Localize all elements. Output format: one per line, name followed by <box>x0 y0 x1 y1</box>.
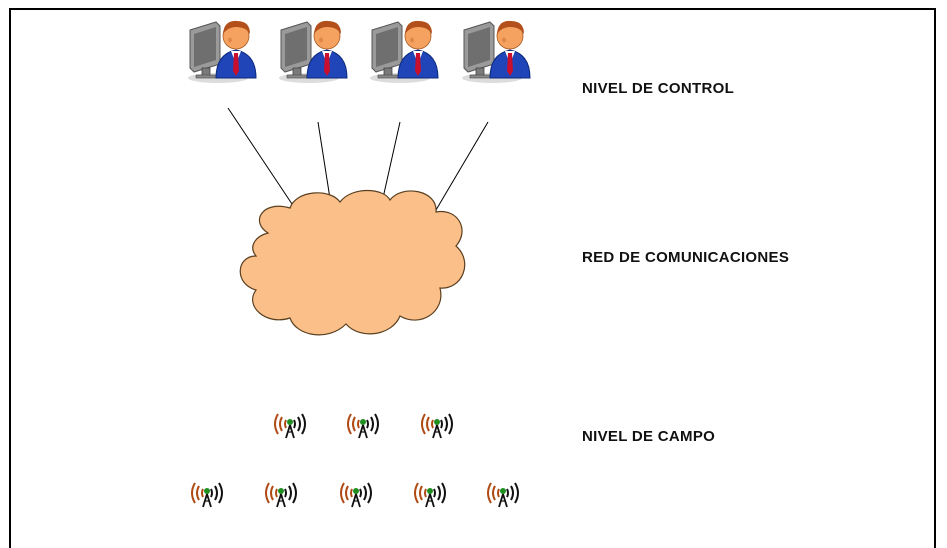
operator-workstation-icon <box>461 20 531 84</box>
wireless-sensor-icon <box>265 482 297 508</box>
network-cloud-icon <box>239 190 466 336</box>
wireless-sensor-icon <box>414 482 446 508</box>
scada-diagram <box>187 20 531 508</box>
wireless-sensor-icon <box>274 413 306 439</box>
connection-line <box>435 121 489 211</box>
network-level-label: RED DE COMUNICACIONES <box>582 249 790 266</box>
operator-workstation-icon <box>369 20 439 84</box>
wireless-sensor-icon <box>340 482 372 508</box>
field-level-label: NIVEL DE CAMPO <box>582 428 716 445</box>
connection-line <box>317 121 332 206</box>
connection-line <box>382 121 401 199</box>
operator-workstation-icon <box>187 20 257 84</box>
wireless-sensor-icon <box>191 482 223 508</box>
operator-workstation-icon <box>278 20 348 84</box>
wireless-sensor-icon <box>347 413 379 439</box>
connection-line <box>227 107 297 211</box>
diagram-frame <box>9 8 936 548</box>
control-level-label: NIVEL DE CONTROL <box>582 80 735 97</box>
wireless-sensor-icon <box>421 413 453 439</box>
wireless-sensor-icon <box>487 482 519 508</box>
